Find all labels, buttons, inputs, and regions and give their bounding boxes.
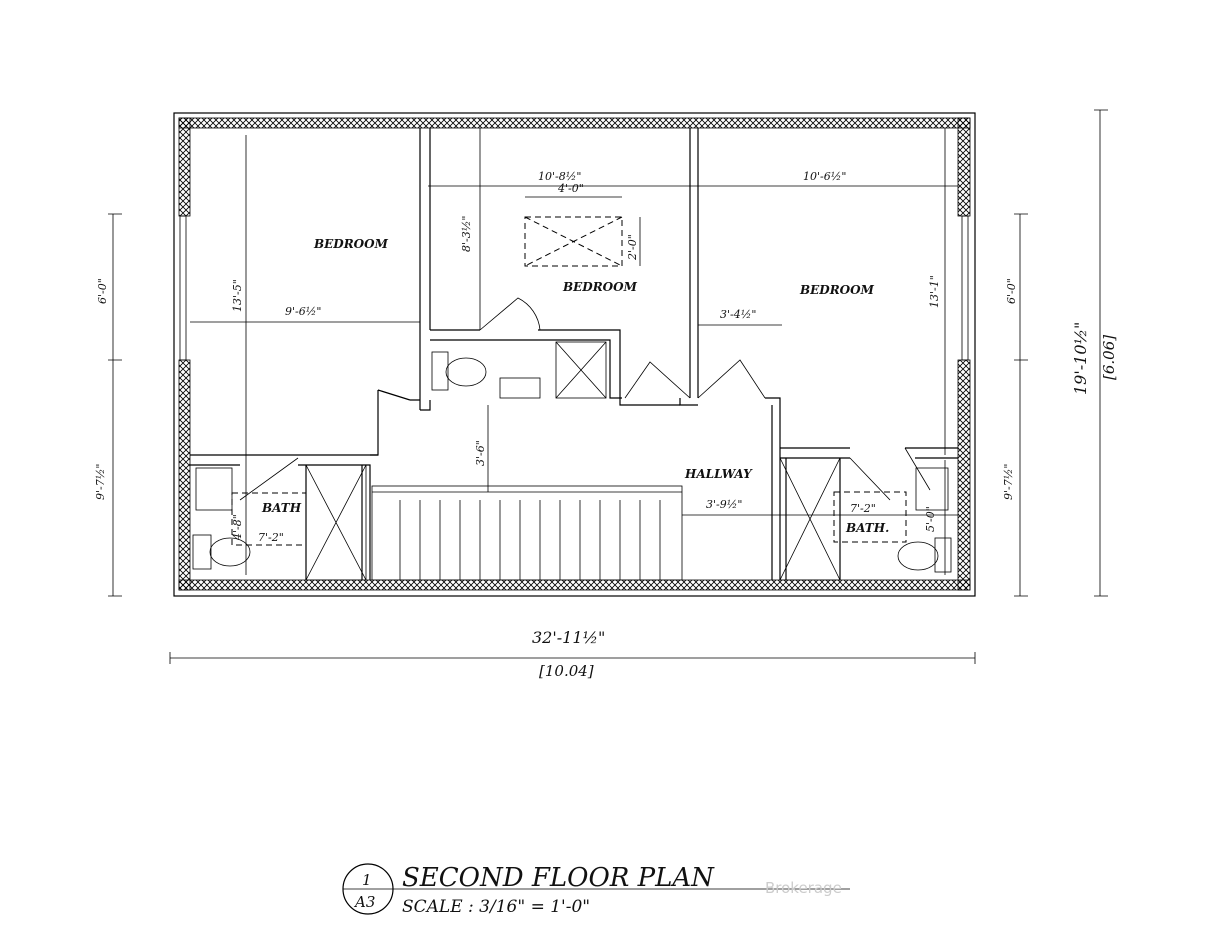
watermark: Brokerage	[765, 879, 842, 897]
plan-scale: SCALE : 3/16" = 1'-0"	[402, 897, 590, 917]
dim-right-bedroom-depth: 13'-1"	[928, 275, 941, 308]
room-label-bedroom-center: BEDROOM	[562, 280, 638, 294]
plan-title: SECOND FLOOR PLAN	[402, 863, 715, 893]
dim-overall-width-metric: [10.04]	[539, 662, 594, 680]
exterior-walls	[173, 112, 976, 597]
dim-skylight-width: 4'-0"	[557, 182, 584, 195]
dim-left-upper: 6'-0"	[96, 278, 109, 304]
dim-right-lower: 9'-7½"	[1002, 464, 1015, 500]
shower-center	[555, 341, 607, 399]
dim-right-bath-depth: 5'-0"	[924, 506, 937, 532]
dim-right-bath-width: 7'-2"	[850, 502, 876, 515]
room-label-bath-left: BATH	[261, 501, 302, 515]
dim-left-bedroom-width: 9'-6½"	[285, 305, 321, 318]
dim-overall-width: 32'-11½"	[532, 628, 605, 647]
sink-right	[915, 467, 949, 511]
window-right	[961, 215, 969, 361]
toilet-center	[445, 357, 487, 387]
room-label-bedroom-left: BEDROOM	[313, 237, 389, 251]
dim-overall-depth: 19'-10½"	[1071, 322, 1090, 395]
room-label-bath-right: BATH.	[845, 521, 889, 535]
dimension-lines	[108, 109, 1108, 664]
dim-right-bedroom-width: 10'-6½"	[803, 170, 846, 183]
room-label-bedroom-right: BEDROOM	[799, 283, 875, 297]
title-block: 1 A3 SECOND FLOOR PLAN SCALE : 3/16" = 1…	[342, 863, 850, 917]
sink-left	[195, 467, 233, 511]
dim-hall-width: 3'-9½"	[706, 498, 742, 511]
dim-hall-depth: 3'-6"	[474, 440, 487, 466]
skylight	[524, 216, 623, 267]
room-label-hallway: HALLWAY	[684, 467, 753, 481]
dim-left-bath-depth: 4'-8"	[231, 514, 244, 541]
dim-overall-depth-metric: [6.06]	[1100, 335, 1118, 380]
dim-center-bedroom-width: 10'-8½"	[538, 170, 581, 183]
dim-skylight-depth: 2'-0"	[626, 234, 639, 261]
toilet-right	[897, 541, 939, 571]
dim-center-bedroom-depth: 8'-3½"	[460, 216, 473, 252]
dim-left-bedroom-depth: 13'-5"	[231, 279, 244, 312]
dim-left-bath-width: 7'-2"	[258, 531, 284, 544]
sink-center	[499, 377, 541, 399]
sheet-number: A3	[353, 893, 375, 911]
dim-right-upper: 6'-0"	[1005, 278, 1018, 304]
dim-left-lower: 9'-7½"	[94, 464, 107, 500]
toilet-left	[209, 537, 251, 567]
window-left	[179, 215, 187, 361]
interior-walls	[190, 128, 958, 581]
shower-right	[779, 457, 841, 581]
drawing-number: 1	[362, 871, 372, 889]
dim-closet-width: 3'-4½"	[720, 308, 756, 321]
